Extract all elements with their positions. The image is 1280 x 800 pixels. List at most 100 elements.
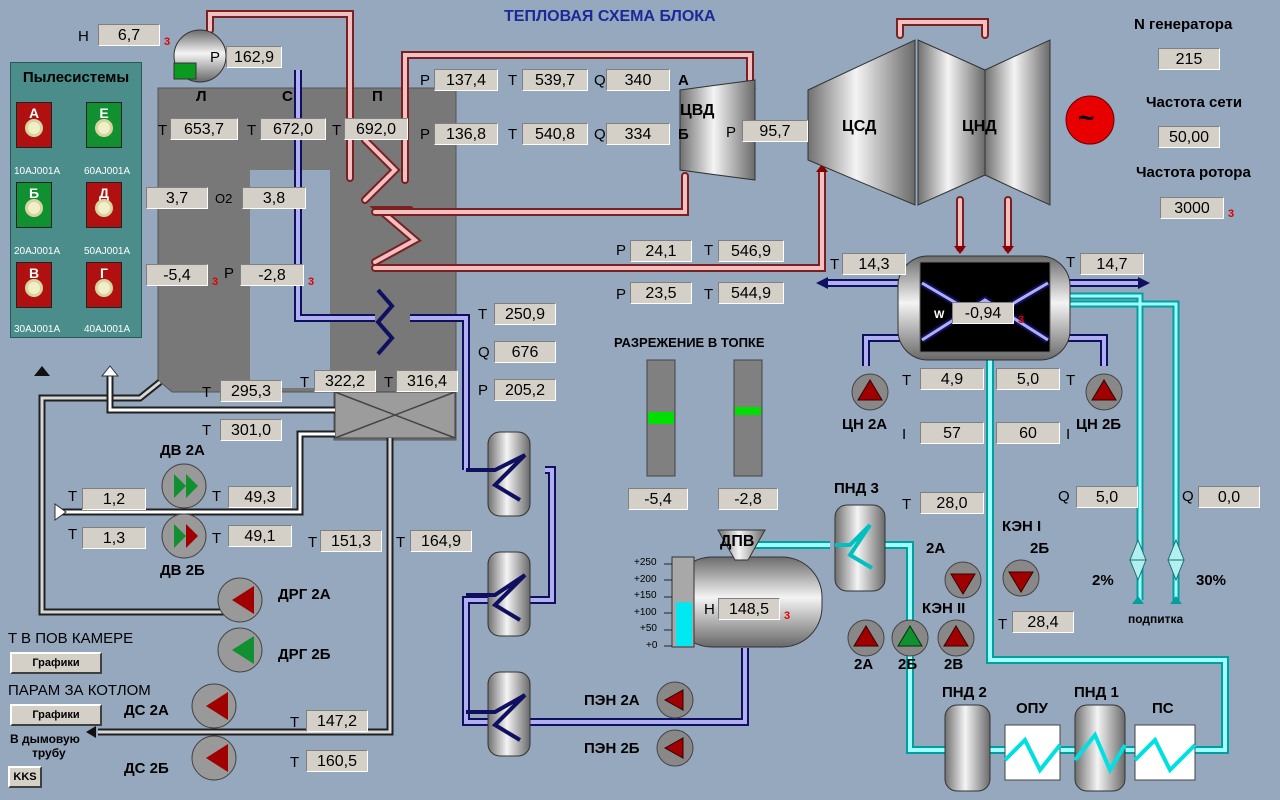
mill-icon <box>25 119 43 137</box>
t-label: T <box>508 72 518 89</box>
mill-60aj001a[interactable]: Е <box>86 102 122 148</box>
t-label: T <box>290 754 300 771</box>
economizer-temp: 250,9 <box>494 303 556 325</box>
pnd1-label: ПНД 1 <box>1074 684 1119 701</box>
cvd-a-temp: 539,7 <box>522 69 588 91</box>
p-label: P <box>616 242 627 259</box>
pnd2-label: ПНД 2 <box>942 684 987 701</box>
scale-tick: +100 <box>634 607 657 618</box>
drum-level-flag: 3 <box>164 36 171 48</box>
t-label: T <box>247 122 257 139</box>
dpv-level-value: 148,5 <box>718 598 780 620</box>
cvd-a-pressure: 137,4 <box>434 69 498 91</box>
dpv-level-fill <box>676 602 692 646</box>
t-label: T <box>300 374 310 391</box>
generator <box>1065 95 1115 145</box>
zone-l-label: Л <box>196 88 207 105</box>
pen-2a-label: ПЭН 2А <box>584 692 640 709</box>
dpv-level-flag: 3 <box>784 610 791 622</box>
cvd-b-tag: Б <box>678 126 689 143</box>
cn-a-temp: 4,9 <box>920 368 984 390</box>
kks-button[interactable]: KKS <box>8 766 42 788</box>
generator-symbol-icon: ~ <box>1078 102 1095 133</box>
cn-b-current: 60 <box>996 422 1060 444</box>
air-temp-4: 316,4 <box>396 370 458 392</box>
q-label: Q <box>1182 488 1194 505</box>
cnd-turbine-right <box>984 39 1051 206</box>
scale-tick: +150 <box>634 590 657 601</box>
drum-pressure-value: 162,9 <box>226 46 282 68</box>
t-label: T <box>158 122 168 139</box>
ken2-2b-label: 2Б <box>898 656 918 673</box>
graphs-button-1[interactable]: Графики <box>10 652 102 674</box>
boiler-outlet-params-label: ПАРАМ ЗА КОТЛОМ <box>8 682 151 699</box>
makeup-valve-2-pct: 30% <box>1196 572 1227 589</box>
makeup-label: подпитка <box>1128 612 1184 626</box>
mill-letter: Б <box>28 185 40 201</box>
gas-temp-4: 160,5 <box>306 750 368 772</box>
temp-zone-l: 653,7 <box>170 118 238 140</box>
mill-50aj001a[interactable]: Д <box>86 182 122 228</box>
condenser-vacuum-flag: 3 <box>1018 314 1025 326</box>
dpv-label: ДПВ <box>720 533 755 550</box>
q-label: Q <box>478 344 490 361</box>
mill-40aj001a[interactable]: Г <box>86 262 122 308</box>
zone-s-label: С <box>282 88 293 105</box>
mill-icon <box>25 279 43 297</box>
cn-2a-label: ЦН 2А <box>842 416 888 433</box>
t-label: T <box>290 714 300 731</box>
makeup-flow-1: 5,0 <box>1076 486 1138 508</box>
reheat2-pressure: 23,5 <box>630 282 692 304</box>
t-label: T <box>902 372 912 389</box>
q-label: Q <box>1058 488 1070 505</box>
gas-temp-2: 164,9 <box>410 530 472 552</box>
i-label: I <box>1066 426 1071 443</box>
t-label: T <box>1066 372 1076 389</box>
pen-2b-label: ПЭН 2Б <box>584 740 640 757</box>
generator-power-value: 215 <box>1158 48 1220 70</box>
chimney-label-line2: трубу <box>32 746 66 760</box>
furnace-chamber-temp-label: T В ПОВ КАМЕРЕ <box>8 630 134 647</box>
dv-2b-label: ДВ 2Б <box>160 562 205 579</box>
ken2-2a-label: 2А <box>854 656 874 673</box>
ken-temp: 28,4 <box>1012 611 1074 633</box>
t-label: T <box>396 534 406 551</box>
razr-right-flag: 3 <box>308 276 315 288</box>
o2-right-value: 3,8 <box>242 187 306 209</box>
reheat1-pressure: 24,1 <box>630 240 692 262</box>
makeup-flow-2: 0,0 <box>1198 486 1260 508</box>
razr-left-flag: 3 <box>212 276 219 288</box>
t-label: T <box>478 306 488 323</box>
hp-heaters <box>466 431 531 757</box>
cn-b-temp: 5,0 <box>996 368 1060 390</box>
cvd-b-pressure: 136,8 <box>434 123 498 145</box>
mill-letter: Г <box>100 265 108 281</box>
reheat2-temp: 544,9 <box>718 282 784 304</box>
cvd-label: ЦВД <box>680 102 715 119</box>
p-label: P <box>420 126 431 143</box>
rotor-frequency-flag: 3 <box>1228 208 1235 220</box>
mill-20aj001a[interactable]: Б <box>16 182 52 228</box>
t-label: T <box>508 126 518 143</box>
cvd-b-temp: 540,8 <box>522 123 588 145</box>
csd-label: ЦСД <box>842 118 877 135</box>
t-label: T <box>308 534 318 551</box>
cvd-b-flow: 334 <box>606 123 670 145</box>
t-label: T <box>202 384 212 401</box>
mill-10aj001a[interactable]: А <box>16 102 52 148</box>
mill-id: 40AJ001A <box>84 324 131 335</box>
drum-p-label: P <box>210 49 221 66</box>
drg-2a-label: ДРГ 2А <box>278 586 331 603</box>
mill-id: 10AJ001A <box>14 166 61 177</box>
h-label: H <box>704 601 715 618</box>
air-temp-3: 322,2 <box>314 370 376 392</box>
i-label: I <box>902 426 907 443</box>
pnd3-label: ПНД 3 <box>834 480 879 497</box>
t-label: T <box>704 242 714 259</box>
mill-30aj001a[interactable]: В <box>16 262 52 308</box>
gas-temp-3: 147,2 <box>306 710 368 732</box>
q-label: Q <box>594 72 606 89</box>
ds-2a-label: ДС 2А <box>124 702 169 719</box>
t-label: T <box>704 286 714 303</box>
graphs-button-2[interactable]: Графики <box>10 704 102 726</box>
